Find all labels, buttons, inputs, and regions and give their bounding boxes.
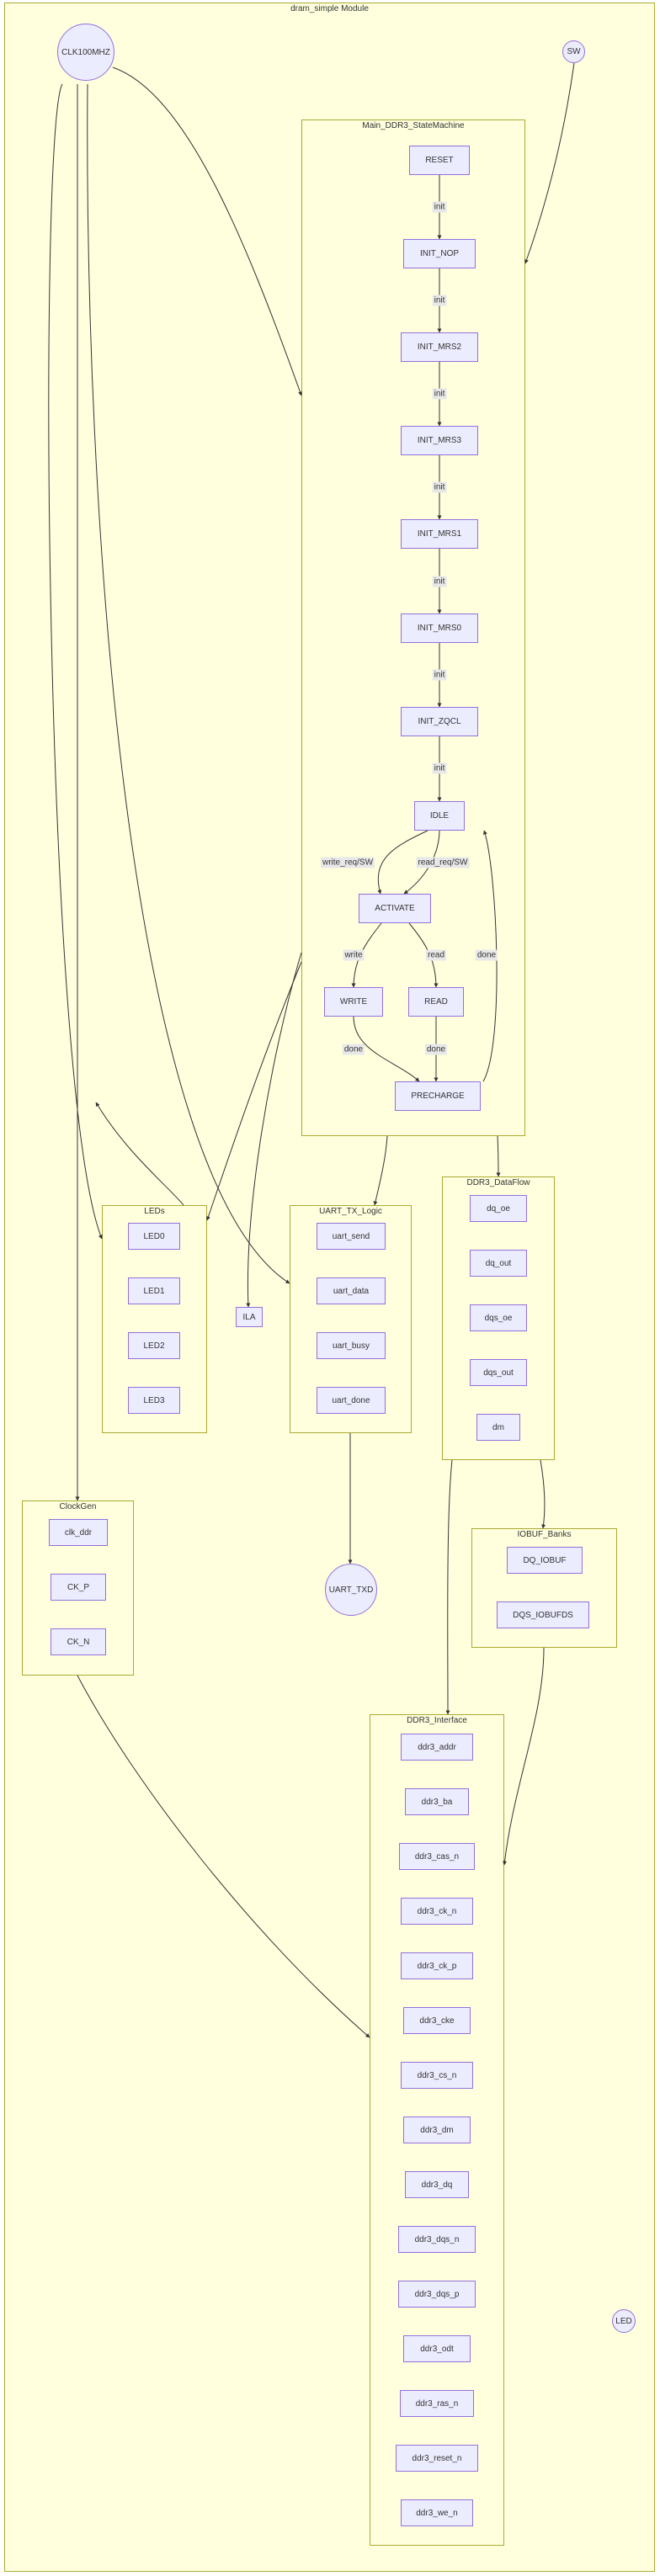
edge-state-machine-leds: [206, 961, 302, 1221]
led-item: LED1: [128, 1277, 180, 1304]
edge-clk-uart: [87, 83, 290, 1284]
state-idle: IDLE: [414, 801, 465, 831]
state-init-zqcl: INIT_ZQCL: [401, 707, 478, 736]
state-reset: RESET: [409, 146, 470, 175]
dataflow-item: dqs_out: [470, 1359, 527, 1386]
edge-write-precharge: [353, 1016, 420, 1082]
edge-label-init-7: init: [432, 762, 447, 774]
edge-dataflow-iobuf: [540, 1459, 546, 1529]
state-write: WRITE: [324, 987, 383, 1017]
ddr3-interface-item: ddr3_reset_n: [396, 2445, 478, 2472]
state-machine-title: Main_DDR3_StateMachine: [362, 121, 465, 130]
dataflow-title: DDR3_DataFlow: [466, 1178, 530, 1187]
ddr3-interface-item: ddr3_cas_n: [399, 1843, 475, 1870]
edge-label-init-3: init: [432, 388, 447, 400]
edge-label-done-write: done: [342, 1044, 365, 1055]
state-read: READ: [408, 987, 464, 1017]
ddr3-interface-item: ddr3_ck_p: [401, 1952, 473, 1979]
led-node: LED: [612, 2309, 636, 2333]
ddr3-interface-item: ddr3_ras_n: [400, 2390, 474, 2417]
ddr3-interface-item: ddr3_dm: [403, 2117, 471, 2143]
edge-label-read: read: [425, 949, 447, 961]
uart-item: uart_data: [317, 1277, 386, 1304]
iobuf-item: DQS_IOBUFDS: [497, 1601, 589, 1628]
iobuf-title: IOBUF_Banks: [517, 1530, 572, 1539]
ddr3-interface-item: ddr3_odt: [403, 2335, 471, 2362]
led-item: LED2: [128, 1332, 180, 1359]
ddr3-interface-item: ddr3_dqs_n: [398, 2226, 476, 2253]
uart-title: UART_TX_Logic: [319, 1207, 382, 1216]
state-init-mrs1: INIT_MRS1: [401, 519, 478, 549]
leds-title: LEDs: [144, 1207, 165, 1216]
edge-clk-state-machine: [112, 66, 302, 396]
uart-item: uart_done: [317, 1387, 386, 1414]
edge-leds-uart-cross: [95, 1102, 184, 1206]
ddr3-interface-item: ddr3_we_n: [401, 2499, 473, 2526]
ddr3-interface-item: ddr3_cke: [403, 2007, 471, 2034]
clockgen-title: ClockGen: [59, 1502, 97, 1511]
edge-idle-activate-write: [377, 830, 428, 895]
ddr3-interface-item: ddr3_dq: [405, 2171, 469, 2198]
ddr3-interface-item: ddr3_ck_n: [401, 1898, 473, 1925]
ddr3-interface-title: DDR3_Interface: [407, 1716, 467, 1725]
edge-dataflow-ddr3: [445, 1459, 453, 1715]
dataflow-item: dqs_oe: [470, 1304, 527, 1331]
ddr3-interface-item: ddr3_cs_n: [401, 2062, 473, 2089]
led-item: LED0: [128, 1223, 180, 1250]
edge-label-init-2: init: [432, 295, 447, 306]
edge-label-init-4: init: [432, 481, 447, 493]
ddr3-interface-item: ddr3_dqs_p: [398, 2281, 476, 2308]
edge-clk-leds: [48, 83, 103, 1240]
edge-label-done-read: done: [424, 1044, 448, 1055]
edge-label-init-6: init: [432, 669, 447, 681]
edge-sw-state-machine: [524, 62, 575, 264]
state-init-nop: INIT_NOP: [403, 239, 476, 268]
edge-label-done-precharge: done: [475, 949, 498, 961]
state-precharge: PRECHARGE: [395, 1081, 481, 1111]
edge-label-write: write: [343, 949, 365, 961]
state-activate: ACTIVATE: [359, 894, 431, 923]
edge-state-machine-ila: [246, 952, 302, 1308]
edge-label-write-req: write_req/SW: [320, 857, 375, 868]
ila-node: ILA: [236, 1307, 263, 1327]
uart-txd-node: UART_TXD: [325, 1564, 377, 1616]
state-init-mrs2: INIT_MRS2: [401, 332, 478, 362]
clockgen-item: CK_P: [51, 1574, 106, 1601]
ddr3-interface-item: ddr3_addr: [401, 1734, 473, 1761]
ddr3-interface-item: ddr3_ba: [405, 1788, 469, 1815]
clockgen-item: CK_N: [51, 1628, 106, 1655]
sw-node: SW: [562, 40, 585, 63]
state-init-mrs3: INIT_MRS3: [401, 426, 478, 455]
dataflow-item: dq_oe: [470, 1195, 527, 1222]
edge-label-init-5: init: [432, 576, 447, 587]
module-title: dram_simple Module: [290, 4, 369, 13]
edge-state-machine-uart: [373, 1135, 388, 1206]
edge-iobuf-ddr3: [503, 1647, 545, 1866]
state-init-mrs0: INIT_MRS0: [401, 613, 478, 643]
dataflow-item: dq_out: [470, 1250, 527, 1277]
uart-item: uart_send: [317, 1223, 386, 1250]
uart-item: uart_busy: [317, 1332, 386, 1359]
edge-clockgen-ddr3: [77, 1675, 370, 2038]
edge-label-init-1: init: [432, 201, 447, 213]
led-item: LED3: [128, 1387, 180, 1414]
edge-label-read-req: read_req/SW: [416, 857, 470, 868]
clockgen-item: clk_ddr: [49, 1519, 108, 1546]
iobuf-item: DQ_IOBUF: [507, 1547, 583, 1574]
clk100mhz-node: CLK100MHZ: [57, 24, 114, 81]
dataflow-item: dm: [476, 1414, 520, 1441]
